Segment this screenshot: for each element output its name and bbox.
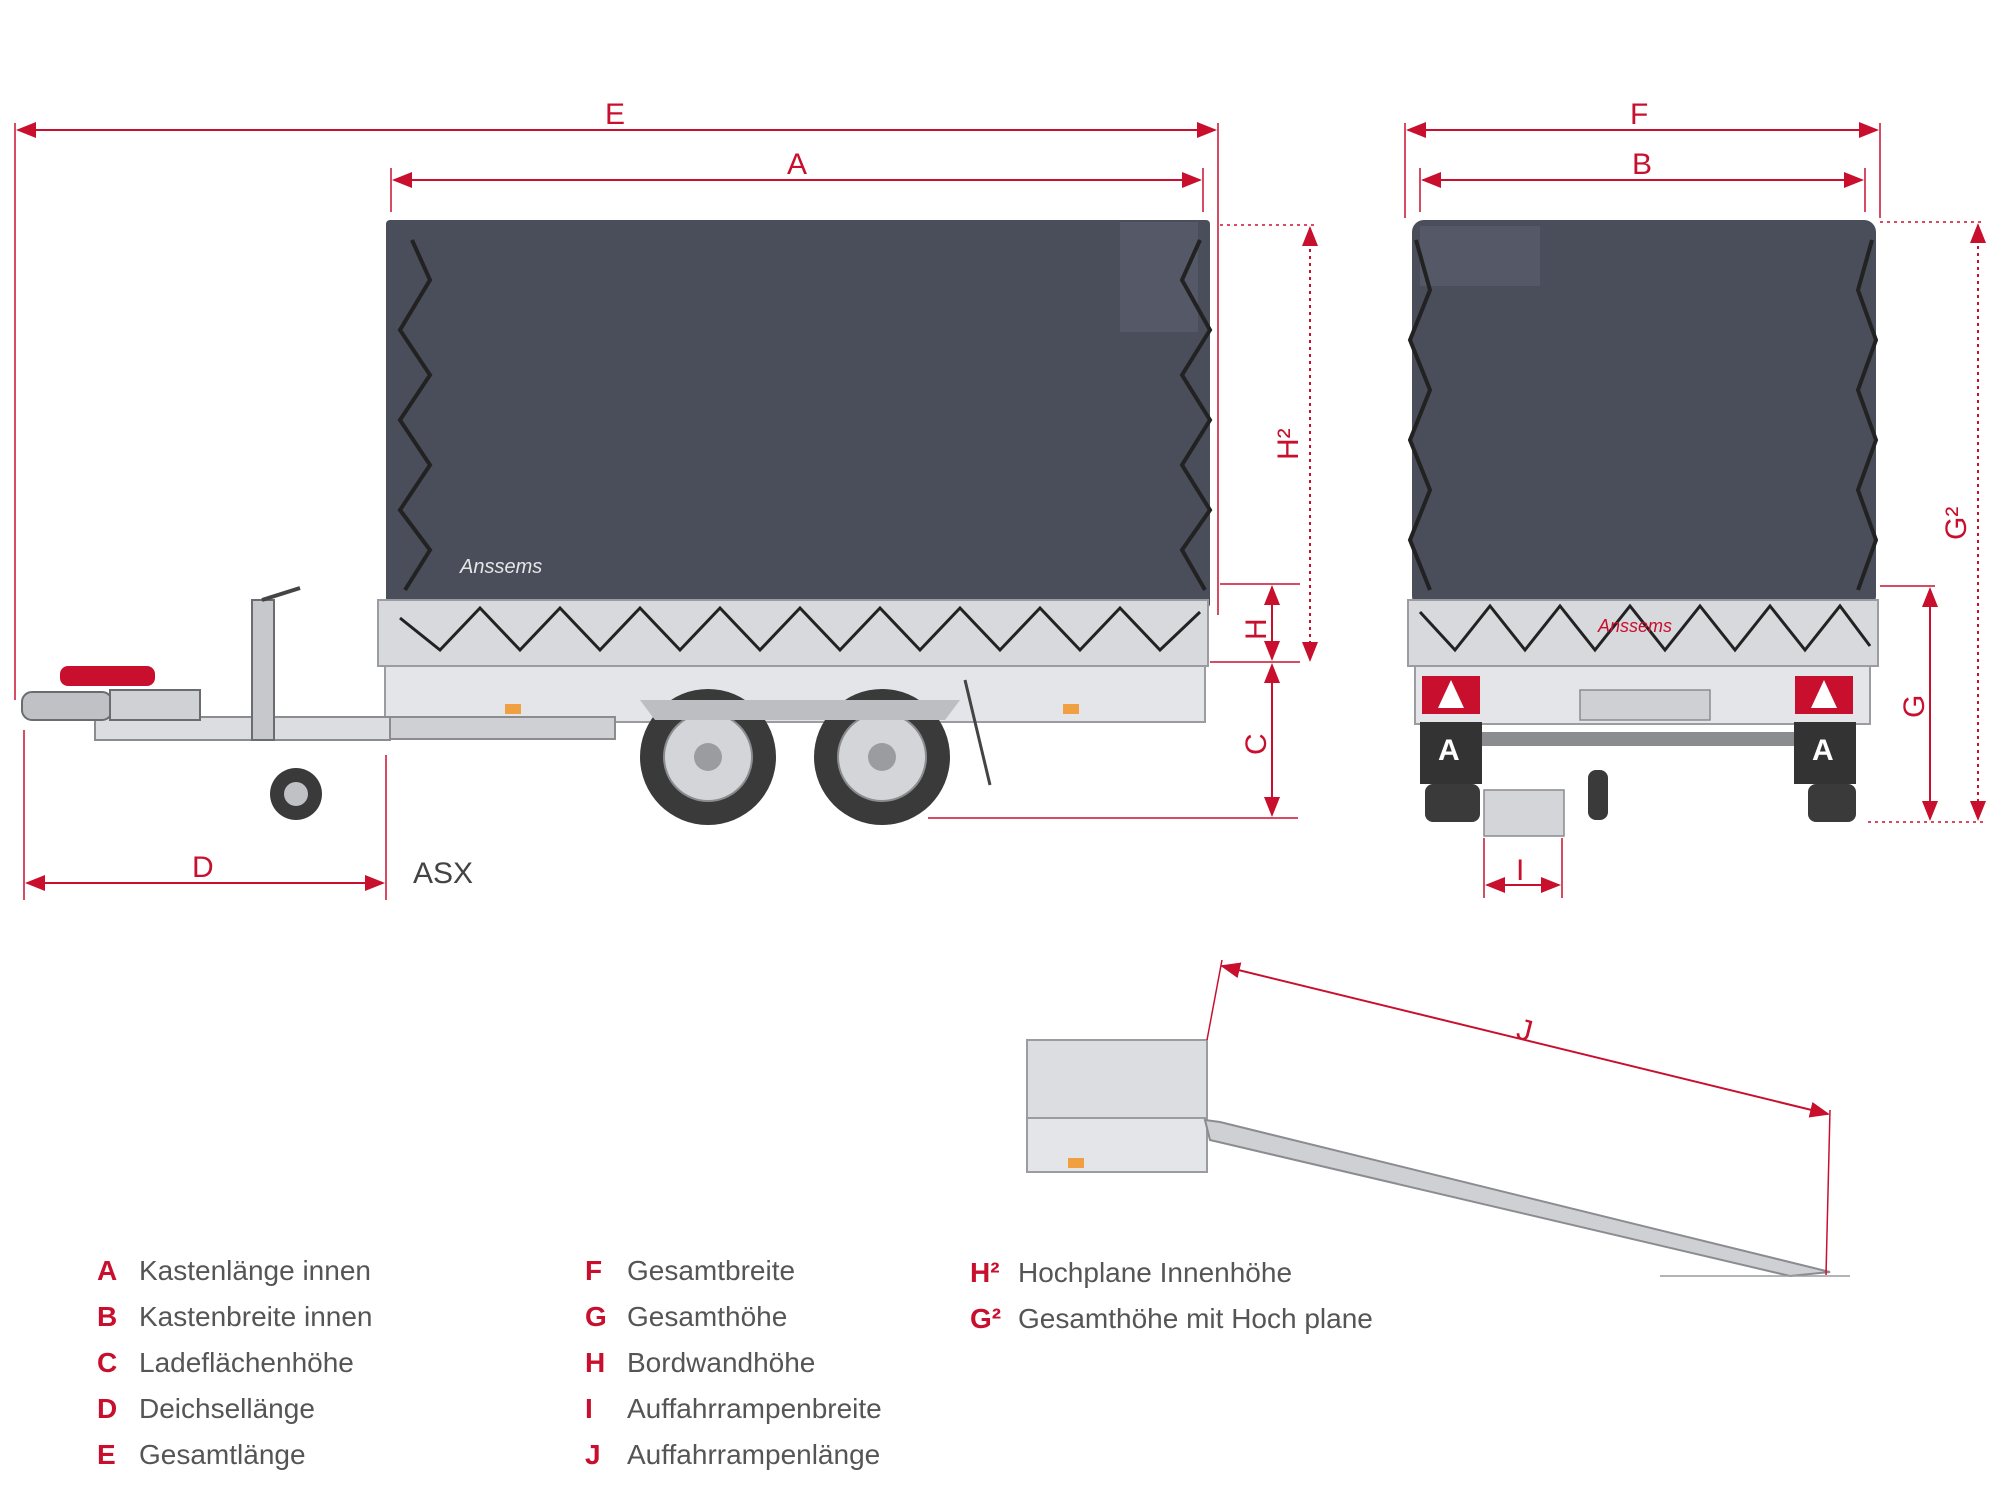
coupling-body — [109, 689, 201, 721]
dimension-H2: H² — [1220, 224, 1318, 662]
legend-key: G² — [970, 1303, 1002, 1334]
legend-text: Kastenlänge innen — [139, 1255, 371, 1286]
legend-text: Gesamtbreite — [627, 1255, 796, 1286]
ramp-detail-lamp — [1068, 1158, 1084, 1168]
dim-label-C: C — [1240, 733, 1273, 755]
side-box-ropes — [399, 605, 1202, 653]
rear-brand-logo: Anssems — [1597, 616, 1672, 636]
dimension-G: G — [1880, 585, 1938, 821]
legend-text: Deichsellänge — [139, 1393, 315, 1424]
rear-rope-right — [1855, 239, 1879, 591]
legend-key: G — [585, 1301, 607, 1332]
rear-reflector-left — [1438, 680, 1464, 708]
side-box-sideboard — [377, 599, 1209, 667]
side-rope-rear — [1179, 239, 1213, 591]
legend-text: Gesamthöhe — [627, 1301, 788, 1332]
legend-key: B — [97, 1301, 118, 1332]
rear-tire-left — [1425, 784, 1480, 822]
dim-label-G: G — [1898, 695, 1931, 718]
model-label: ASX — [413, 857, 473, 890]
legend-key: J — [585, 1439, 601, 1470]
dim-label-F: F — [1630, 98, 1648, 131]
ramp-detail-box-upper — [1026, 1039, 1208, 1119]
license-plate-holder — [1579, 689, 1711, 721]
legend-text: Ladeflächenhöhe — [139, 1347, 354, 1378]
dimension-I: I — [1483, 838, 1563, 898]
jockey-wheel-hub — [284, 782, 308, 806]
legend-key: E — [97, 1439, 116, 1470]
legend-key: A — [97, 1255, 118, 1286]
side-lamp-orange-1 — [505, 704, 521, 714]
jockey-post — [251, 599, 275, 741]
mudflap-right — [1794, 722, 1856, 784]
dim-label-I: I — [1516, 854, 1524, 887]
dimension-G2: G² — [1868, 221, 1986, 823]
mudflap-right-logo: A — [1812, 734, 1834, 767]
coupling-head — [21, 691, 113, 721]
rear-jockey-wheel — [1588, 770, 1608, 820]
legend-key: D — [97, 1393, 118, 1424]
rear-tire-right — [1808, 784, 1856, 822]
ramp-detail-view — [1026, 1039, 1850, 1278]
rear-ramp-end — [1483, 789, 1565, 837]
dimension-E: E — [14, 98, 1219, 700]
side-wheel-rear — [814, 689, 950, 825]
drawbar-beam — [389, 716, 616, 740]
side-brand-logo: Anssems — [459, 556, 542, 578]
legend-key: F — [585, 1255, 603, 1286]
dim-label-H2: H² — [1272, 428, 1305, 460]
legend-key: C — [97, 1347, 118, 1378]
dimension-D: D — [23, 730, 387, 900]
side-tarp-highlight — [1120, 222, 1198, 332]
jockey-crank — [261, 586, 301, 602]
legend-text: Gesamthöhe mit Hoch plane — [1018, 1303, 1373, 1334]
rear-rope-left — [1407, 239, 1433, 591]
legend-text: Auffahrrampenlänge — [627, 1439, 881, 1470]
legend-text: Bordwandhöhe — [627, 1347, 816, 1378]
rear-tarp — [1412, 220, 1876, 608]
side-wheel-front — [640, 689, 776, 825]
dim-label-A: A — [787, 148, 807, 181]
mudguard — [640, 700, 960, 720]
dim-label-D: D — [192, 851, 214, 884]
dim-label-B: B — [1632, 148, 1652, 181]
dim-label-H: H — [1240, 618, 1273, 640]
dimension-F: F — [1404, 98, 1881, 218]
side-brake-rod — [963, 679, 992, 786]
rear-view: Anssems A A — [1407, 220, 1879, 837]
coupling-handle — [60, 666, 155, 686]
rear-tarp-highlight — [1420, 226, 1540, 286]
side-tarp — [386, 220, 1210, 608]
legend-key: I — [585, 1393, 593, 1424]
dimension-B: B — [1419, 148, 1866, 212]
legend-key: H — [585, 1347, 606, 1378]
dimension-H: H — [1210, 583, 1300, 663]
dimension-A: A — [390, 148, 1204, 212]
legend-text: Kastenbreite innen — [139, 1301, 373, 1332]
legend-text: Gesamtlänge — [139, 1439, 306, 1470]
dim-label-J: J — [1513, 1013, 1536, 1049]
rear-box-ropes — [1418, 603, 1872, 653]
dimension-J: J — [1206, 959, 1831, 1276]
legend-text: Auffahrrampenbreite — [627, 1393, 882, 1424]
dim-label-E: E — [605, 98, 625, 131]
side-view: Anssems ASX — [21, 220, 1213, 890]
side-lamp-orange-2 — [1063, 704, 1079, 714]
ramp-detail-box-lower — [1026, 1117, 1208, 1173]
rear-axle-bar — [1470, 732, 1815, 746]
legend-key: H² — [970, 1257, 1000, 1288]
dimension-C: C — [928, 663, 1298, 819]
rear-reflector-right — [1811, 680, 1837, 708]
side-rope-front — [397, 239, 433, 592]
dim-label-G2: G² — [1940, 507, 1973, 540]
ramp-plate — [1203, 1118, 1831, 1278]
legend-text: Hochplane Innenhöhe — [1018, 1257, 1293, 1288]
mudflap-left — [1420, 722, 1482, 784]
mudflap-left-logo: A — [1438, 734, 1460, 767]
